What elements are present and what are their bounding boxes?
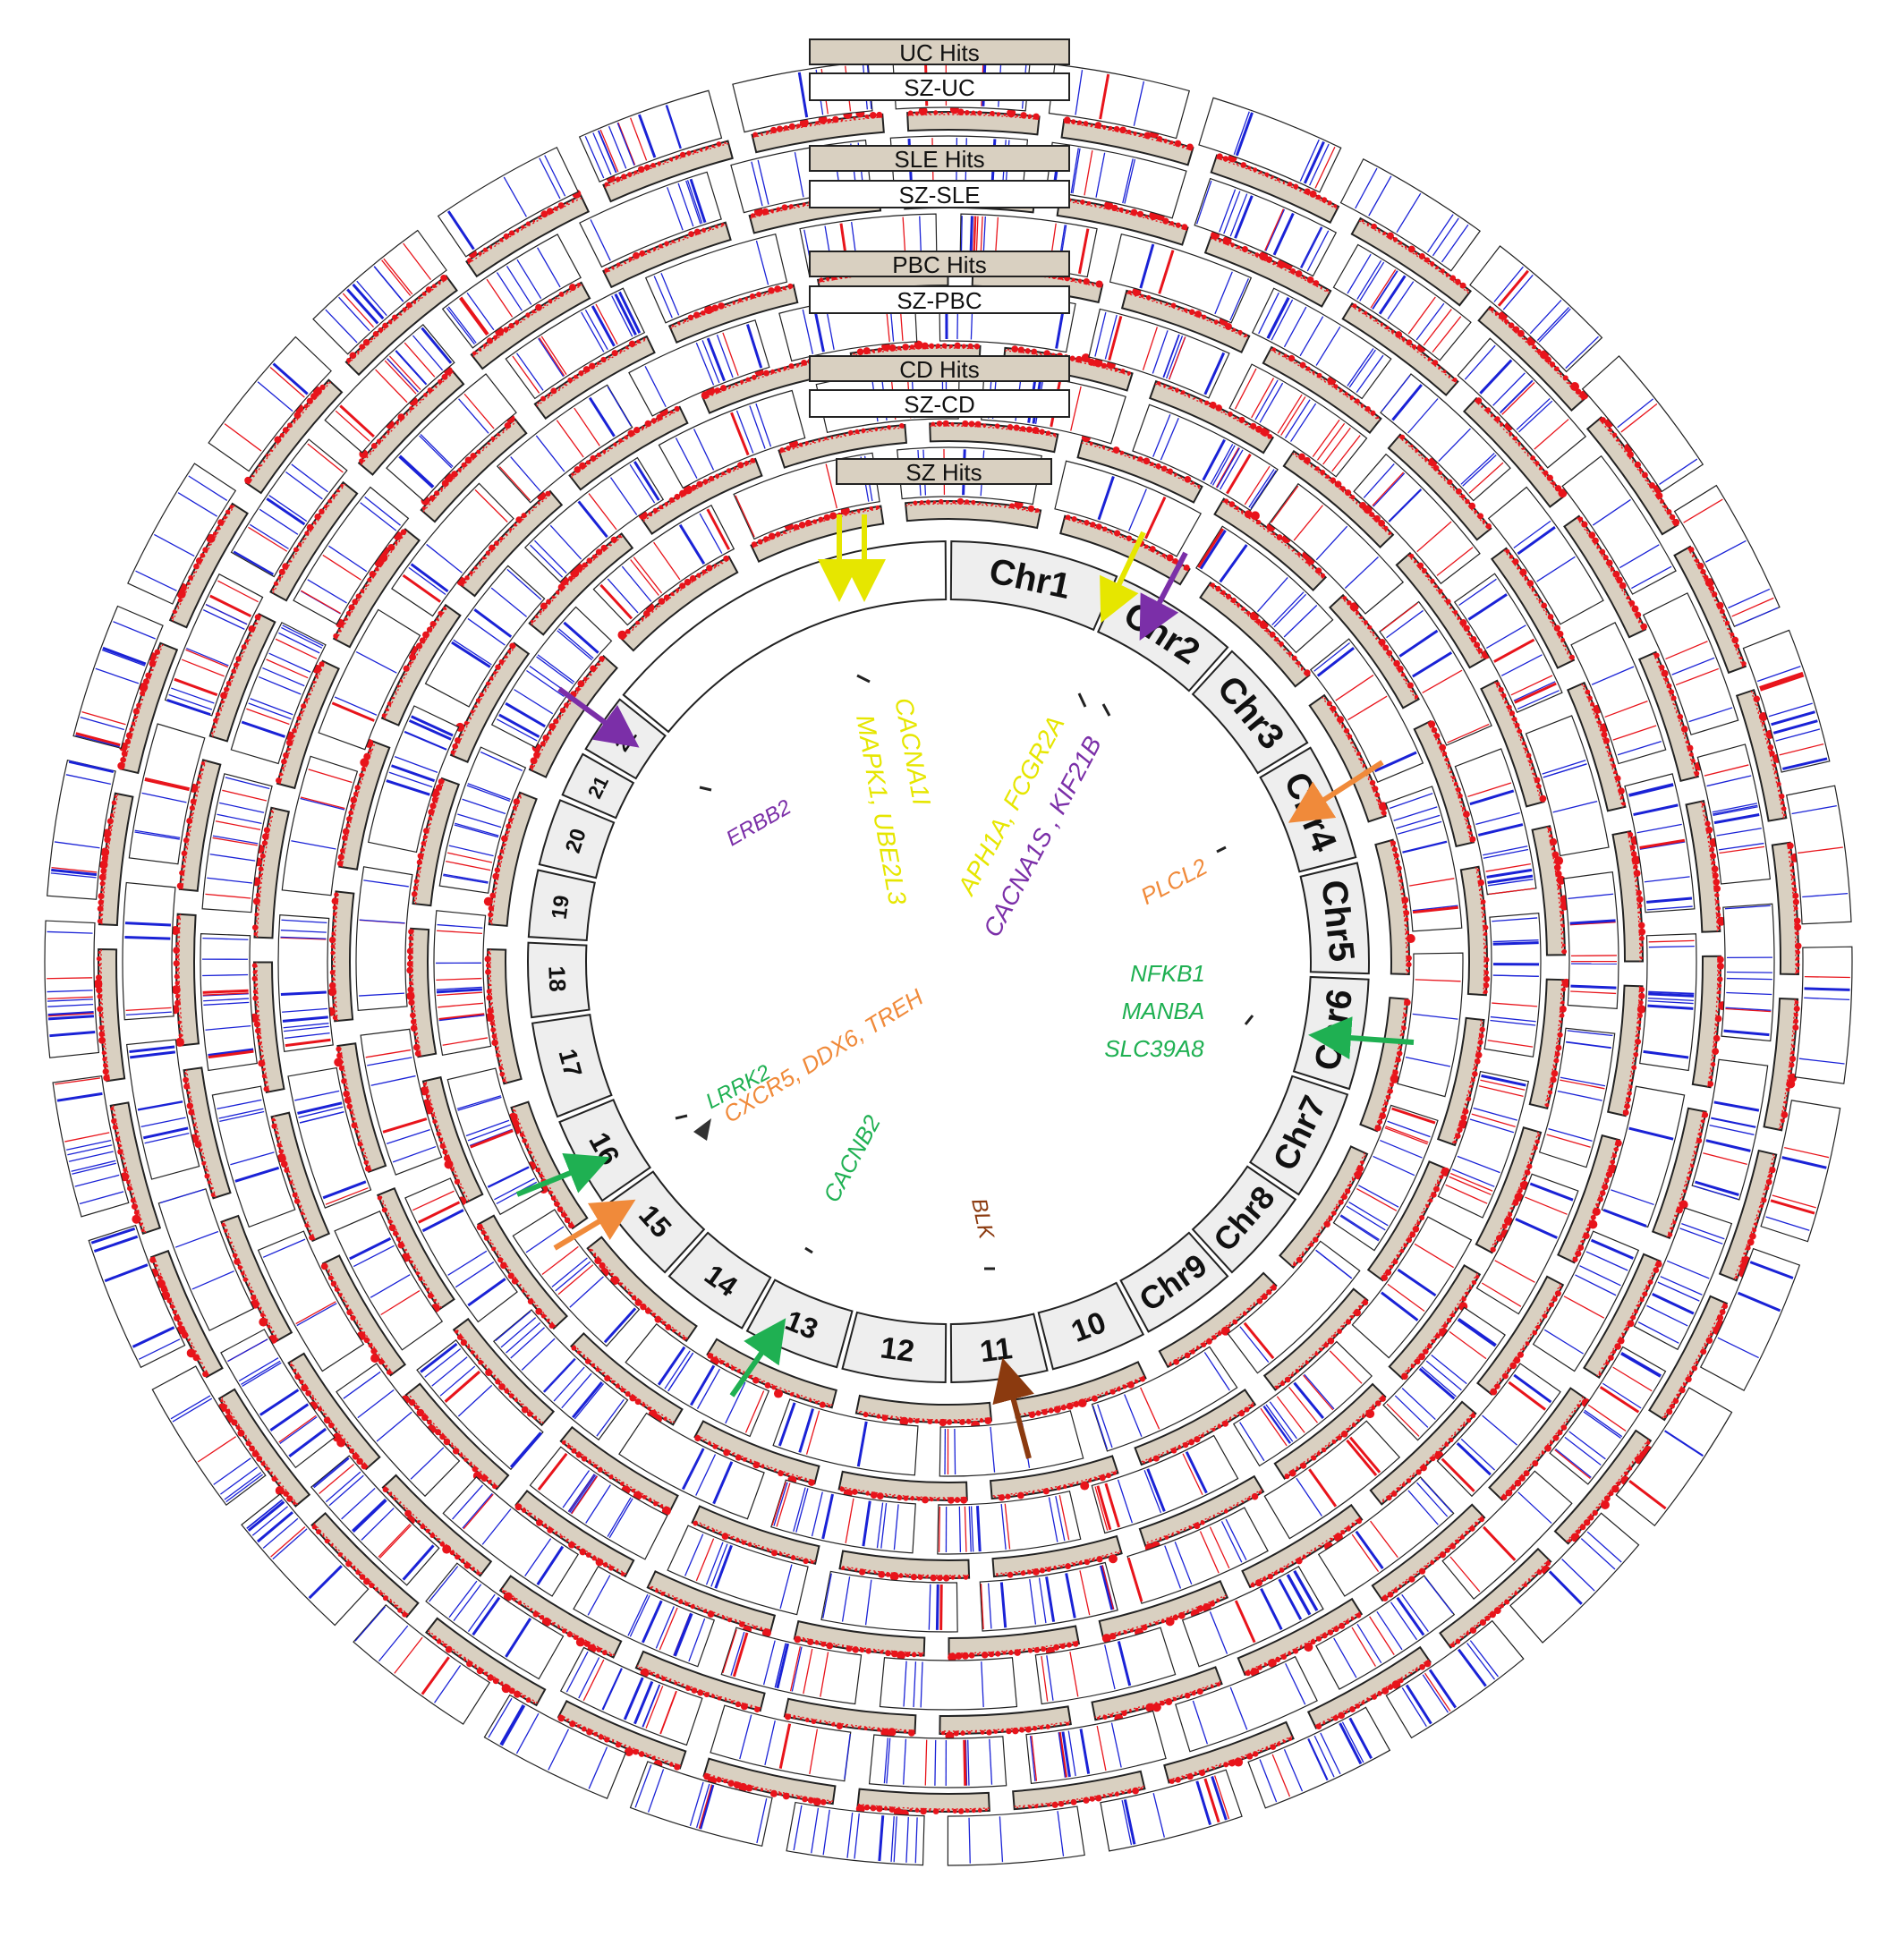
ring-1-hits xyxy=(484,498,1415,1430)
gene-label-cxcr5: CXCR5, DDX6, TREH xyxy=(718,983,928,1128)
gene-label-cacnb2: CACNB2 xyxy=(818,1110,886,1207)
data-rings xyxy=(45,58,1852,1865)
overlap-segment xyxy=(45,921,98,1058)
gene-label-nfkb1: NFKB1 xyxy=(1130,960,1205,987)
gene-tick xyxy=(1245,1015,1253,1024)
gene-label-manba: MANBA xyxy=(1122,998,1204,1024)
gene-label-cacna1i: CACNA1I xyxy=(889,696,936,808)
gene-tick xyxy=(805,1248,812,1253)
overlap-segment xyxy=(53,1076,129,1217)
chromosome-label-chr12: 12 xyxy=(879,1330,916,1369)
track-label-sz-hits: SZ Hits xyxy=(837,459,1051,486)
track-label-sle-hits: SLE Hits xyxy=(810,146,1069,173)
track-label-text: SZ-SLE xyxy=(898,182,980,208)
overlap-segment xyxy=(1484,913,1541,1058)
overlap-segment xyxy=(629,320,769,416)
track-label-text: SZ-PBC xyxy=(897,287,982,314)
hits-segment xyxy=(939,1706,1070,1734)
track-label-text: UC Hits xyxy=(899,39,980,66)
ring-2-pair xyxy=(434,447,1463,1476)
gene-label-blk: BLK xyxy=(966,1196,999,1242)
overlap-segment xyxy=(356,867,412,1011)
track-label-uc-hits: UC Hits xyxy=(810,39,1069,66)
hits-segment xyxy=(176,914,199,1046)
chromosome-label-chr11: 11 xyxy=(978,1331,1014,1369)
track-label-text: CD Hits xyxy=(899,356,980,383)
gene-tick xyxy=(1079,693,1085,707)
track-label-sz-cd: SZ-CD xyxy=(810,390,1069,418)
hits-segment xyxy=(840,1551,970,1578)
chromosome-ideogram: Chr1Chr2Chr3Chr4Chr5Chr6Chr7Chr8Chr91011… xyxy=(528,541,1369,1382)
chromosome-label-chr18: 18 xyxy=(543,965,571,992)
track-label-pbc-hits: PBC Hits xyxy=(810,251,1069,278)
track-label-text: SZ Hits xyxy=(905,459,982,486)
chromosome-label-chr19: 19 xyxy=(548,894,574,921)
overlap-segment xyxy=(948,1806,1084,1865)
track-label-cd-hits: CD Hits xyxy=(810,356,1069,383)
hits-segment xyxy=(856,1396,991,1423)
gene-tick xyxy=(857,675,870,682)
track-label-sz-pbc: SZ-PBC xyxy=(810,286,1069,314)
ring-5-hits xyxy=(327,341,1571,1582)
overlap-segment xyxy=(880,1658,1016,1710)
gene-tick xyxy=(676,1116,687,1118)
track-label-sz-uc: SZ-UC xyxy=(810,73,1069,101)
gene-label-slc39a8: SLC39A8 xyxy=(1104,1035,1204,1062)
pointer-icon xyxy=(693,1118,711,1141)
track-label-text: SLE Hits xyxy=(894,146,984,173)
gene-tick xyxy=(1103,704,1109,716)
track-label-sz-sle: SZ-SLE xyxy=(810,181,1069,208)
gene-label-plcl2: PLCL2 xyxy=(1136,853,1212,910)
gene-tick xyxy=(1217,847,1226,852)
overlap-segment xyxy=(123,883,175,1020)
hits-segment xyxy=(1693,956,1721,1087)
track-label-text: SZ-CD xyxy=(904,391,974,418)
gene-tick xyxy=(700,787,711,790)
track-label-text: SZ-UC xyxy=(904,74,974,101)
track-label-text: PBC Hits xyxy=(892,251,986,278)
hits-segment xyxy=(332,891,353,1021)
gene-label-erbb2: ERBB2 xyxy=(722,795,795,852)
